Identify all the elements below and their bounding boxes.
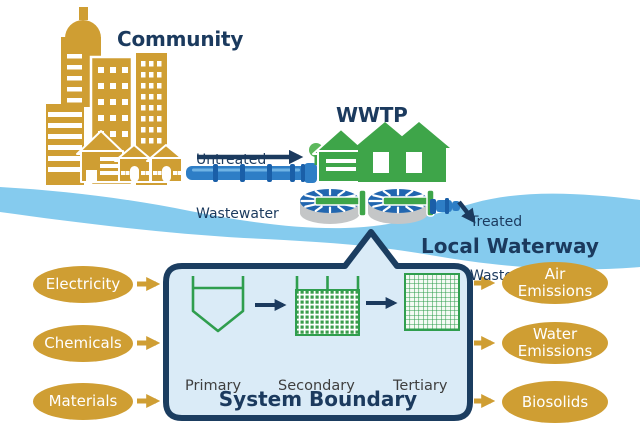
houses-icon (76, 130, 186, 183)
secondary-process-label: Secondary process (278, 341, 355, 431)
output-ellipse-air-emissions: Air Emissions (502, 262, 608, 304)
sewer-pipe-icon (186, 163, 317, 183)
primary-process-line1: Primary (185, 378, 242, 394)
wwtp-buildings-icon (309, 122, 450, 183)
secondary-process-line1: Secondary (278, 378, 355, 394)
treated-wastewater-line1: Treated (470, 214, 523, 230)
output-label-biosolids-line1: Biosolids (521, 392, 589, 411)
untreated-wastewater-line1: Untreated (196, 152, 267, 168)
output-ellipse-biosolids: Biosolids (502, 381, 608, 423)
clarifier-tanks-icon (298, 187, 436, 226)
primary-settling-tank-icon (191, 276, 245, 333)
input-ellipse-electricity: Electricity (33, 266, 133, 303)
primary-process-label: Primary process (185, 341, 241, 431)
local-waterway-label: Local Waterway (421, 234, 599, 258)
community-label: Community (117, 27, 244, 51)
input-ellipse-materials: Materials (33, 383, 133, 420)
input-label-chemicals: Chemicals (44, 334, 122, 352)
input-label-electricity: Electricity (45, 275, 121, 293)
output-label-air-line1: Air (544, 265, 566, 283)
input-label-materials: Materials (48, 392, 118, 410)
waterway-icon (0, 187, 640, 270)
input-ellipse-chemicals: Chemicals (33, 325, 133, 362)
treated-flow-arrow-icon (457, 200, 476, 224)
tertiary-process-line1: Tertiary (393, 378, 448, 394)
secondary-aeration-tank-icon (295, 276, 360, 336)
tertiary-process-label: Tertiary process (393, 341, 449, 431)
output-label-water-line2: Emissions (517, 342, 593, 360)
output-label-air-line2: Emissions (517, 282, 593, 300)
tertiary-filter-icon (404, 273, 460, 331)
output-label-water-line1: Water (532, 325, 578, 343)
untreated-wastewater-label: Untreated Wastewater (196, 115, 279, 259)
wwtp-label: WWTP (336, 103, 408, 127)
system-boundary-label: System Boundary (218, 387, 418, 411)
input-output-arrows (137, 276, 496, 408)
output-ellipse-water-emissions: Water Emissions (502, 322, 608, 364)
untreated-wastewater-line2: Wastewater (196, 206, 279, 222)
